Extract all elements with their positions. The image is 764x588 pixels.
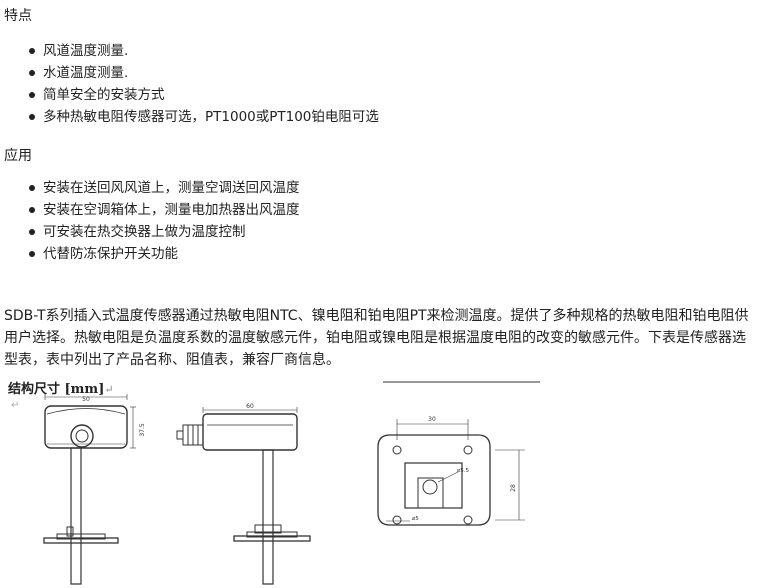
list-item: 可安装在热交换器上做为温度控制 bbox=[0, 221, 300, 243]
plate-height-label: 28 bbox=[510, 484, 517, 492]
plate-width-label: 30 bbox=[428, 416, 436, 423]
dimensions-title: 结构尺寸 [mm]↵ bbox=[8, 378, 114, 397]
features-list: 风道温度测量. 水道温度测量. 简单安全的安装方式 多种热敏电阻传感器可选，PT… bbox=[0, 40, 379, 128]
center-hole-label: ⌀5.5 bbox=[457, 468, 470, 474]
list-item: 简单安全的安装方式 bbox=[0, 84, 379, 106]
front-view-drawing bbox=[43, 394, 136, 585]
list-item: 安装在空调箱体上，测量电加热器出风温度 bbox=[0, 199, 300, 221]
return-mark: ↵ bbox=[104, 383, 114, 396]
list-item: 风道温度测量. bbox=[0, 40, 379, 62]
corner-hole-label: ⌀5 bbox=[412, 516, 419, 522]
paragraph-mark: ↵ bbox=[11, 400, 20, 411]
side-width-label: 60 bbox=[246, 403, 254, 410]
features-heading: 特点 bbox=[4, 8, 32, 24]
list-item: 安装在送回风风道上，测量空调送回风温度 bbox=[0, 177, 300, 199]
applications-list: 安装在送回风风道上，测量空调送回风温度 安装在空调箱体上，测量电加热器出风温度 … bbox=[0, 177, 300, 265]
side-view-drawing bbox=[176, 407, 311, 585]
front-height-label: 37.5 bbox=[139, 423, 146, 437]
description-paragraph: SDB-T系列插入式温度传感器通过热敏电阻NTC、镍电阻和铂电阻PT来检测温度。… bbox=[4, 308, 749, 368]
mounting-plate-drawing bbox=[377, 419, 525, 526]
list-item: 代替防冻保护开关功能 bbox=[0, 243, 300, 265]
front-width-label: 50 bbox=[82, 396, 90, 403]
dimensions-title-text: 结构尺寸 [mm] bbox=[8, 382, 105, 397]
dimension-drawing: 50 37.5 60 30 2 bbox=[43, 381, 540, 585]
list-item: 多种热敏电阻传感器可选，PT1000或PT100铂电阻可选 bbox=[0, 106, 379, 128]
list-item: 水道温度测量. bbox=[0, 62, 379, 84]
applications-heading: 应用 bbox=[4, 148, 32, 164]
